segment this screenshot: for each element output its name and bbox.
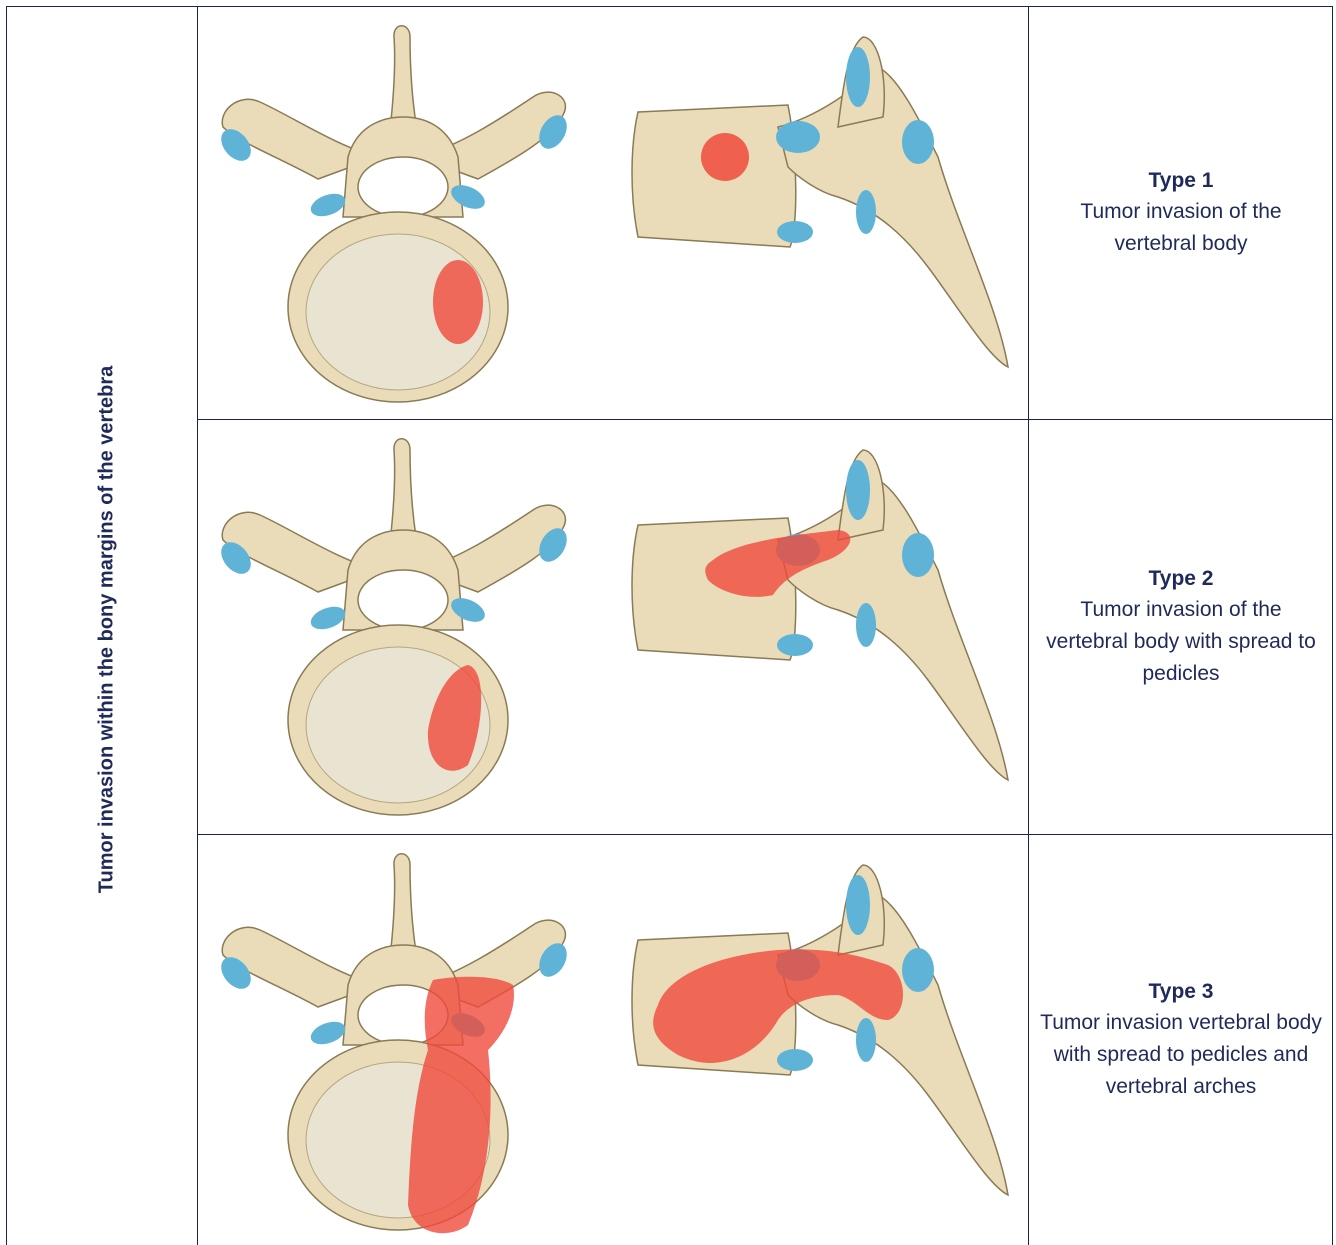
type-description: Tumor invasion of the vertebral body wit…	[1029, 594, 1333, 690]
type-1-illustration	[198, 7, 1028, 419]
tumor-region	[701, 133, 749, 181]
type-3-text-cell: Type 3 Tumor invasion vertebral body wit…	[1029, 835, 1333, 1245]
type-title: Type 2	[1149, 564, 1214, 594]
type-2-text-cell: Type 2 Tumor invasion of the vertebral b…	[1029, 420, 1333, 834]
type-3-illustration	[198, 835, 1028, 1245]
type-2-illustration	[198, 420, 1028, 834]
type-description: Tumor invasion vertebral body with sprea…	[1029, 1007, 1333, 1103]
type-title: Type 1	[1149, 166, 1214, 196]
side-label-cell: Tumor invasion within the bony margins o…	[6, 6, 198, 1245]
type-title: Type 3	[1149, 977, 1214, 1007]
tumor-region	[433, 260, 483, 344]
side-label: Tumor invasion within the bony margins o…	[96, 130, 119, 1130]
type-1-text-cell: Type 1 Tumor invasion of the vertebral b…	[1029, 7, 1333, 419]
type-description: Tumor invasion of the vertebral body	[1029, 196, 1333, 260]
